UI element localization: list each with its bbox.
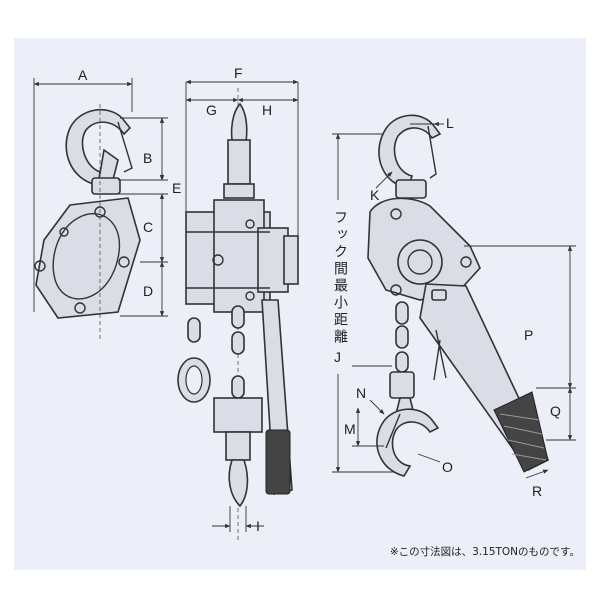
label-H: H — [262, 102, 272, 118]
label-I: I — [256, 518, 260, 534]
label-D: D — [143, 283, 153, 299]
middle-view — [177, 79, 299, 540]
label-J: J — [334, 349, 341, 365]
label-M: M — [344, 421, 356, 437]
label-G: G — [206, 102, 217, 118]
label-E: E — [172, 180, 181, 196]
footnote: ※この寸法図は、3.15TONのものです。 — [390, 545, 580, 558]
label-F: F — [234, 65, 243, 81]
j-dimension — [332, 133, 400, 473]
label-O: O — [442, 459, 453, 475]
label-C: C — [143, 219, 153, 235]
label-Q: Q — [550, 403, 561, 419]
right-view — [352, 114, 576, 479]
label-P: P — [524, 327, 533, 343]
label-A: A — [78, 67, 88, 83]
label-R: R — [532, 483, 542, 499]
label-K: K — [370, 187, 380, 203]
label-N: N — [356, 385, 366, 401]
label-L: L — [446, 115, 454, 131]
min-hook-distance-caption: フック間最小距離 — [332, 210, 348, 346]
label-B: B — [143, 150, 152, 166]
left-view — [33, 78, 168, 340]
